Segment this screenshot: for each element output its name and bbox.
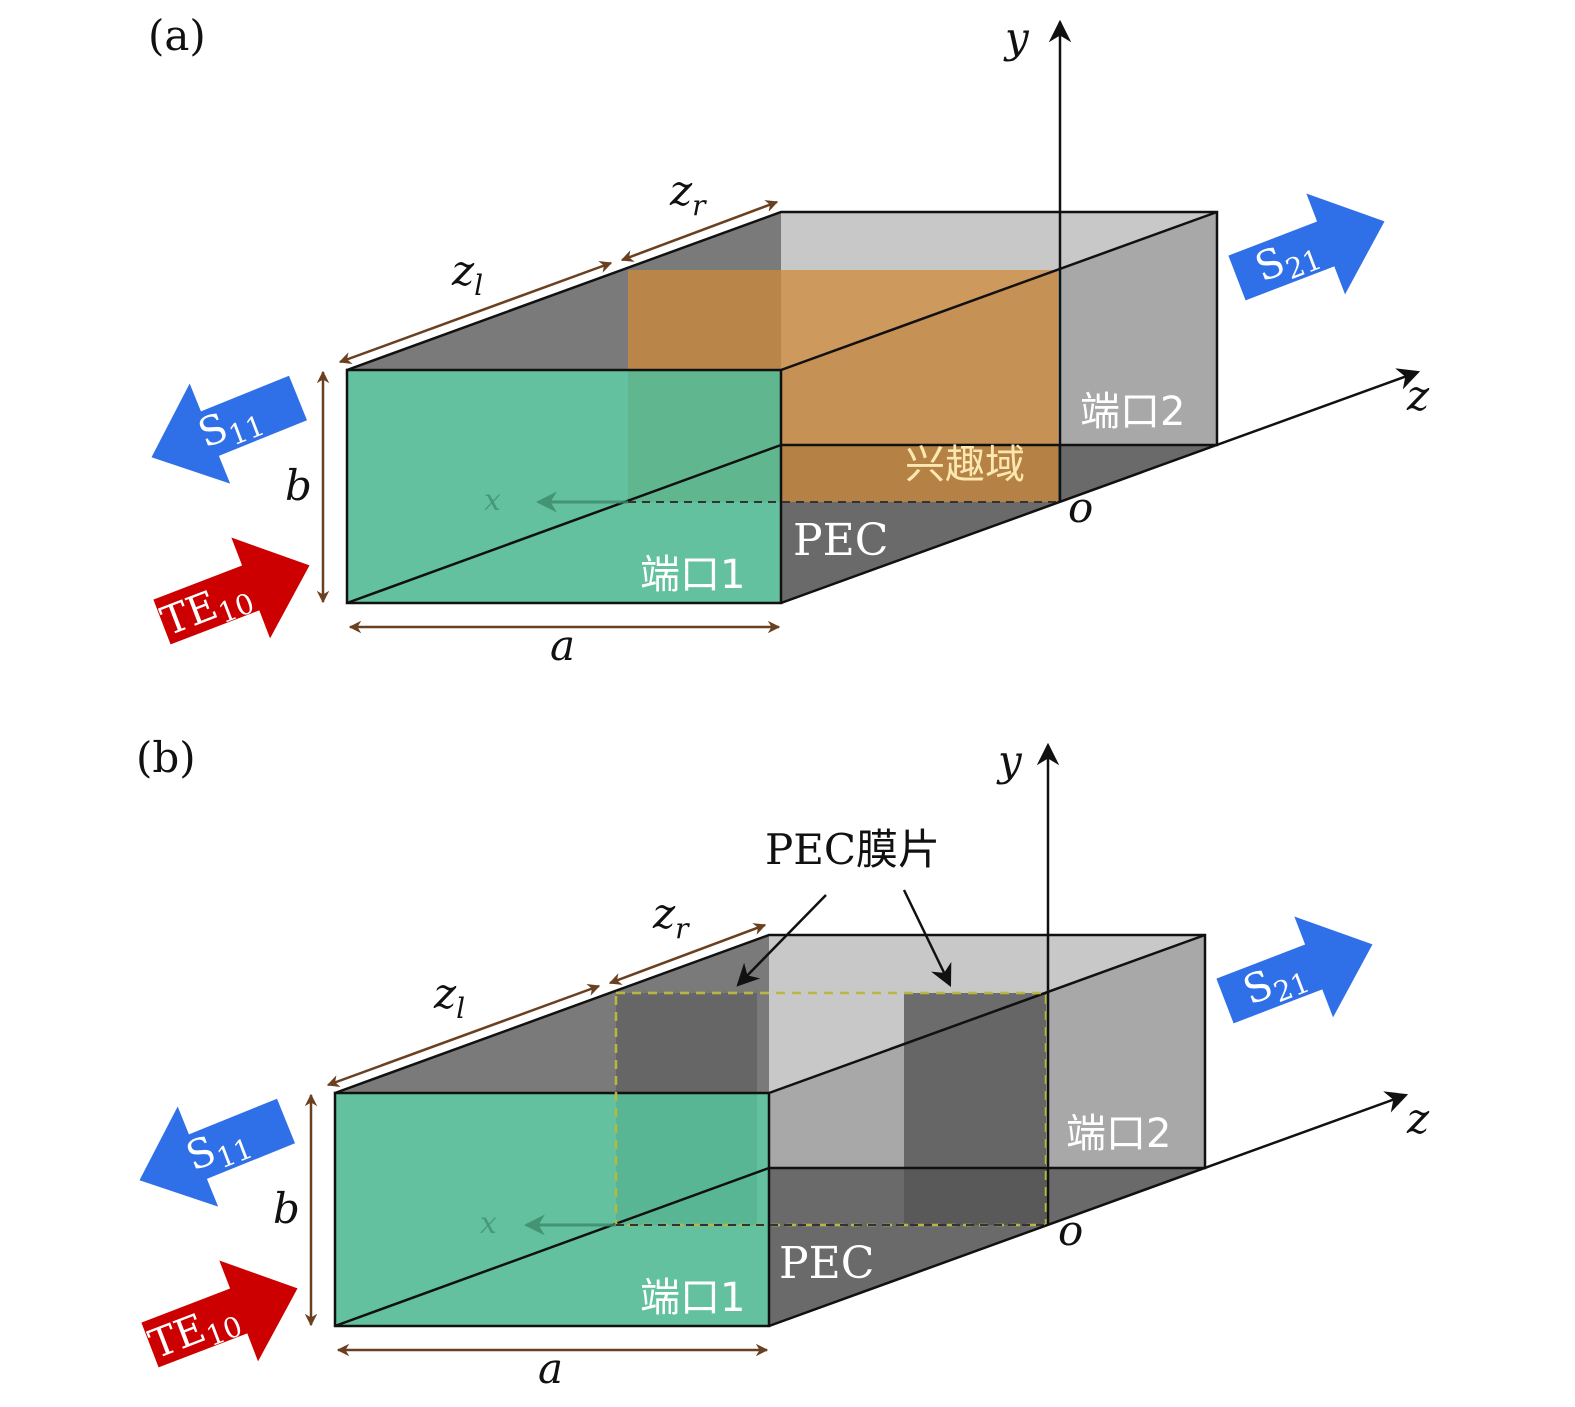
origin-label: o [1068,483,1093,532]
dim-zr-label: zr [652,889,690,945]
dim-zl [338,260,613,365]
port1-label: 端口1 [640,552,745,598]
dim-zl-label: zl [451,246,483,302]
s11-arrow [139,1098,295,1207]
dim-b-label: b [285,461,312,510]
z-axis-label: z [1406,1094,1430,1143]
dim-zr [608,923,767,985]
roi-label: 兴趣域 [905,442,1025,488]
panel-label: (b) [136,733,196,782]
dim-a-label: a [550,621,575,670]
port2-label: 端口2 [1080,389,1185,435]
te10-arrow [153,537,310,645]
y-axis-label: y [1003,13,1030,62]
z-axis [780,368,1421,605]
port1-face [347,370,781,603]
pec-film-right [904,993,1046,1225]
pec-film-label: PEC膜片 [765,825,940,874]
panel-label: (a) [148,11,206,60]
s21-arrow [1228,193,1385,301]
x-axis-label: x [480,1206,497,1241]
x-axis-label: x [484,483,501,518]
box-edges [333,933,1207,1328]
s21-arrow [1216,916,1373,1024]
te10-arrow [141,1260,298,1368]
port2-label: 端口2 [1066,1111,1171,1157]
panel-a: (a) y z x o b a zl zr 端口1 [148,11,1430,670]
port1-label: 端口1 [640,1275,745,1321]
z-axis [768,1091,1409,1328]
dim-zr-label: zr [669,166,707,222]
pec-label: PEC [793,515,888,566]
dim-zr [620,200,779,262]
y-axis-label: y [996,736,1023,785]
z-axis-label: z [1406,371,1430,420]
origin-label: o [1058,1206,1083,1255]
dim-zl-label: zl [433,969,465,1025]
pec-label: PEC [779,1238,874,1289]
dim-a-label: a [538,1344,563,1393]
film-pointer-left [736,894,827,987]
box-edges [345,210,1219,605]
s11-arrow [151,375,307,484]
film-pointer-right [902,889,952,988]
port1-face [335,1093,769,1326]
panel-b: (b) [136,733,1430,1393]
dim-zl [326,983,601,1088]
dim-b-label: b [273,1184,300,1233]
